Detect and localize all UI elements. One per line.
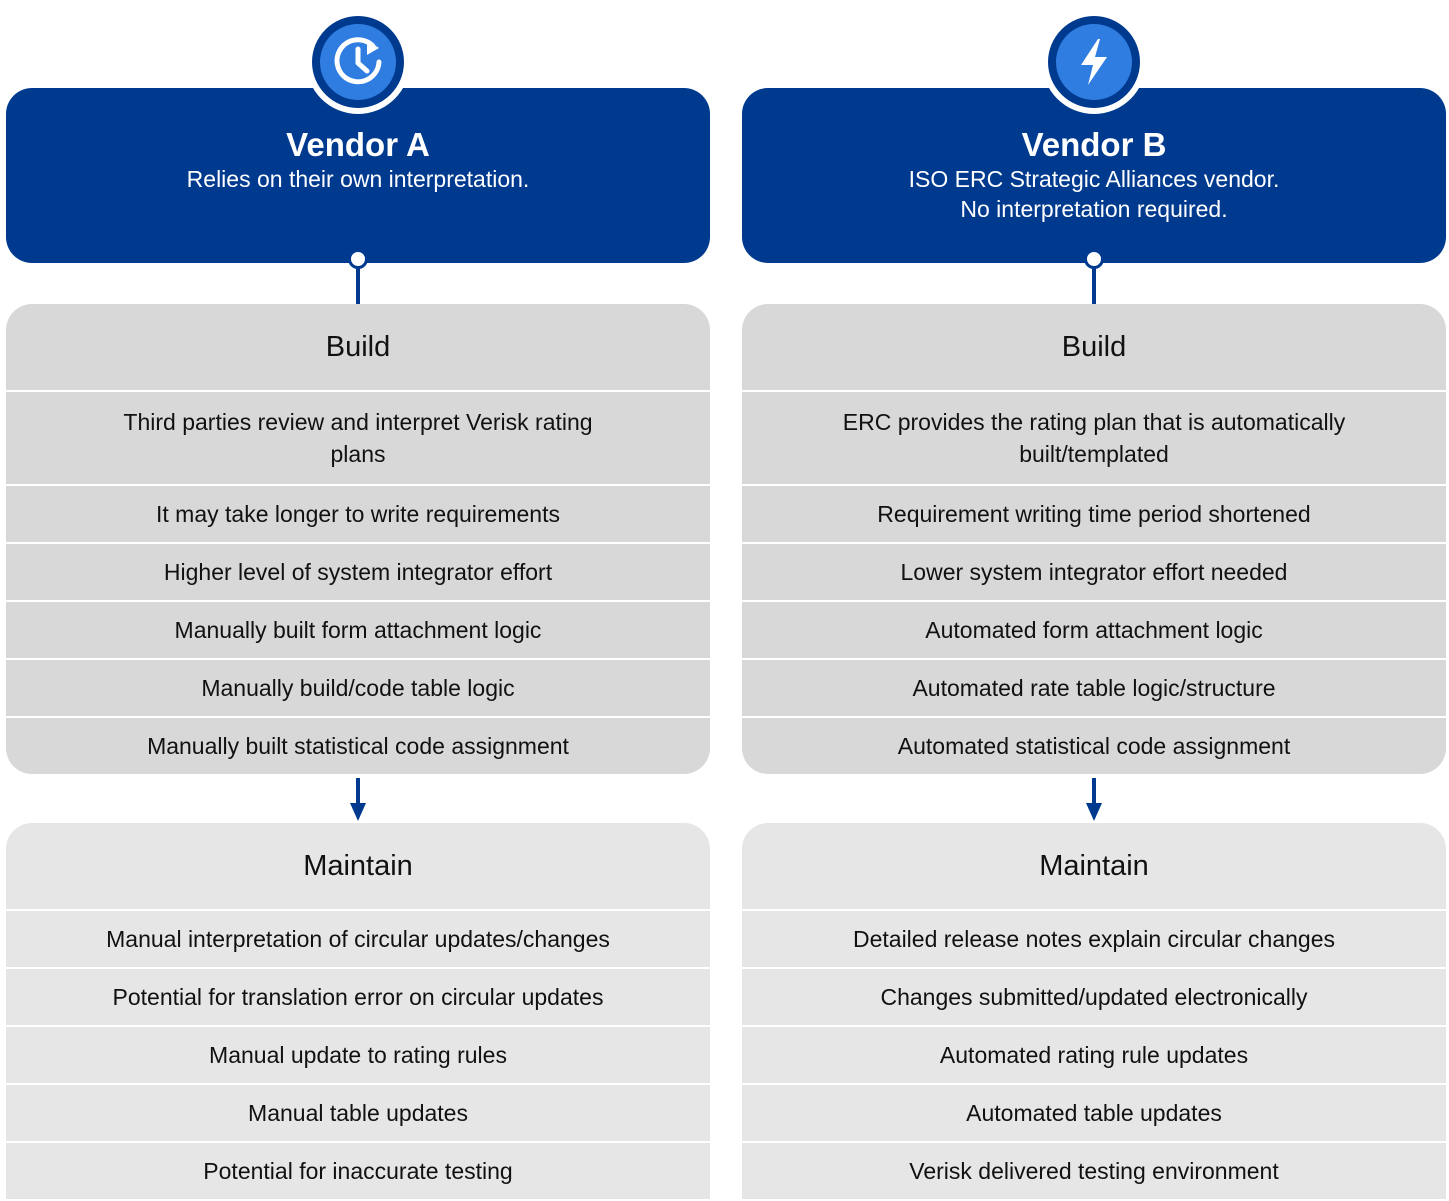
vendor-a-header: Vendor A Relies on their own interpretat…	[6, 88, 710, 263]
build-panel: Build Third parties review and interpret…	[6, 304, 710, 774]
vendor-b-column: Vendor B ISO ERC Strategic Alliances ven…	[742, 0, 1446, 1201]
maintain-item: Changes submitted/updated electronically	[742, 967, 1446, 1025]
maintain-item: Detailed release notes explain circular …	[742, 909, 1446, 967]
maintain-item: Manual update to rating rules	[6, 1025, 710, 1083]
build-item: Lower system integrator effort needed	[742, 542, 1446, 600]
build-item: Higher level of system integrator effort	[6, 542, 710, 600]
vendor-title: Vendor B	[1021, 126, 1167, 163]
build-title: Build	[1061, 330, 1127, 363]
arrow-line	[356, 778, 360, 804]
build-panel: Build ERC provides the rating plan that …	[742, 304, 1446, 774]
connector-line	[1092, 267, 1096, 305]
build-item: ERC provides the rating plan that is aut…	[742, 390, 1446, 484]
maintain-item: Automated table updates	[742, 1083, 1446, 1141]
arrow-down-icon	[1086, 803, 1102, 821]
build-item: Automated rate table logic/structure	[742, 658, 1446, 716]
build-item: Manually built form attachment logic	[6, 600, 710, 658]
vendor-title: Vendor A	[286, 126, 430, 163]
maintain-item: Manual interpretation of circular update…	[6, 909, 710, 967]
vendor-a-column: Vendor A Relies on their own interpretat…	[6, 0, 710, 1201]
connector-dot	[1084, 249, 1104, 269]
connector-line	[356, 267, 360, 305]
build-item: Manually build/code table logic	[6, 658, 710, 716]
lightning-bolt-icon	[1042, 10, 1146, 114]
build-item: Requirement writing time period shortene…	[742, 484, 1446, 542]
clock-refresh-icon	[306, 10, 410, 114]
maintain-panel: Maintain Manual interpretation of circul…	[6, 823, 710, 1199]
build-item: It may take longer to write requirements	[6, 484, 710, 542]
maintain-item: Manual table updates	[6, 1083, 710, 1141]
connector-dot	[348, 249, 368, 269]
arrow-down-icon	[350, 803, 366, 821]
arrow-line	[1092, 778, 1096, 804]
maintain-item: Automated rating rule updates	[742, 1025, 1446, 1083]
maintain-item: Verisk delivered testing environment	[742, 1141, 1446, 1199]
maintain-item: Potential for inaccurate testing	[6, 1141, 710, 1199]
build-item: Automated statistical code assignment	[742, 716, 1446, 774]
build-item: Third parties review and interpret Veris…	[6, 390, 710, 484]
build-title: Build	[325, 330, 391, 363]
vendor-subtitle: ISO ERC Strategic Alliances vendor. No i…	[908, 166, 1280, 222]
maintain-item: Potential for translation error on circu…	[6, 967, 710, 1025]
build-item: Manually built statistical code assignme…	[6, 716, 710, 774]
build-item: Automated form attachment logic	[742, 600, 1446, 658]
vendor-subtitle: Relies on their own interpretation.	[186, 166, 530, 192]
vendor-b-header: Vendor B ISO ERC Strategic Alliances ven…	[742, 88, 1446, 263]
maintain-title: Maintain	[303, 849, 413, 882]
maintain-title: Maintain	[1039, 849, 1149, 882]
maintain-panel: Maintain Detailed release notes explain …	[742, 823, 1446, 1199]
